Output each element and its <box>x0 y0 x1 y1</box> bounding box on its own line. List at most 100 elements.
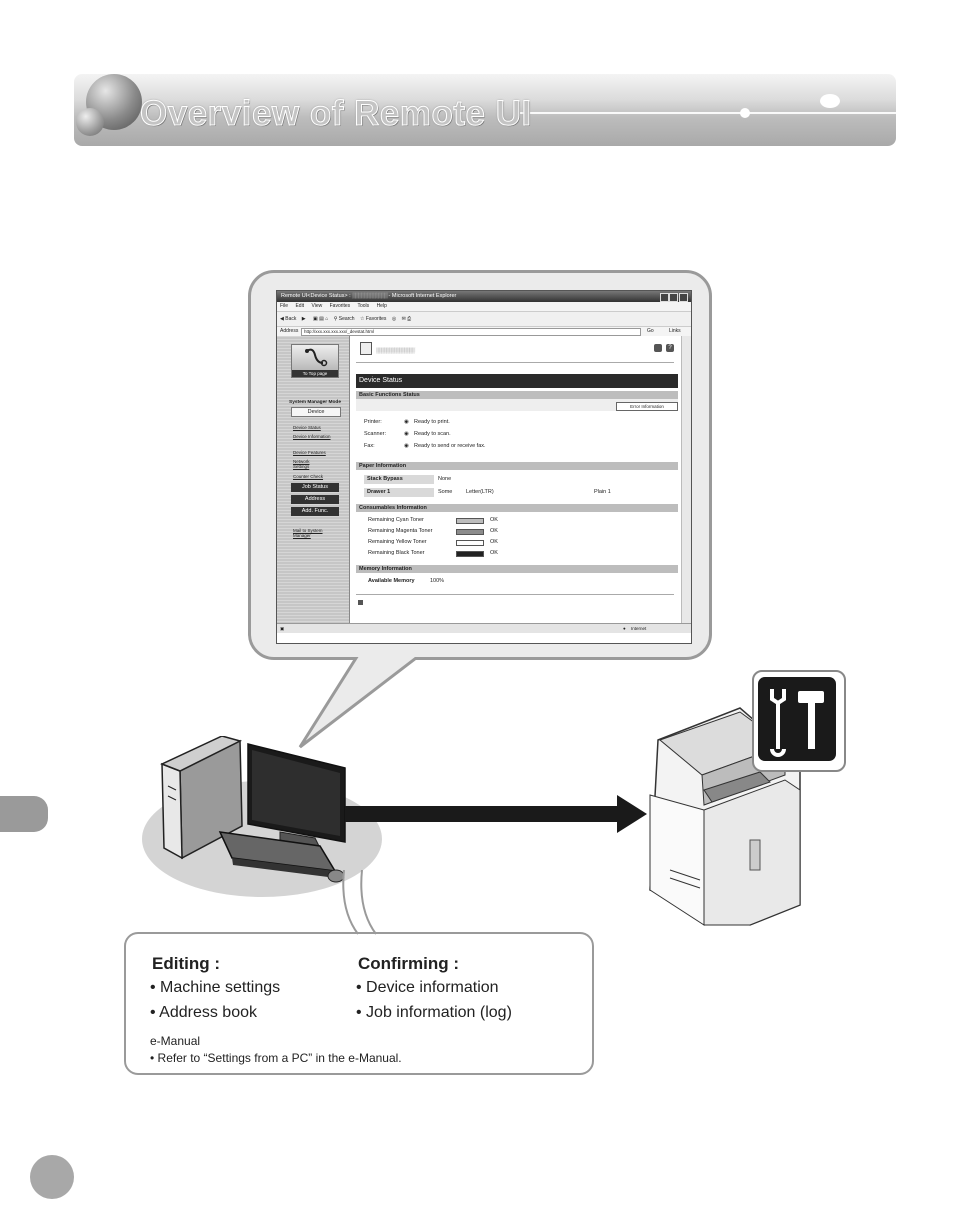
job-status-button[interactable]: Job Status <box>291 483 339 492</box>
stop-icon[interactable]: ▣ <box>313 316 318 322</box>
remote-ui-sidebar: To Top page System Manager Mode Device D… <box>277 336 350 633</box>
settings-tools-icon <box>758 677 836 761</box>
menu-bar: File Edit View Favorites Tools Help <box>277 302 691 312</box>
drawer-1-size: Letter(LTR) <box>466 489 494 495</box>
browser-title: Remote UI<Device Status> : <box>281 293 353 299</box>
back-icon[interactable]: ◀ <box>280 316 284 322</box>
link-device-information[interactable]: Device Information <box>293 434 331 439</box>
confirming-heading: Confirming : <box>358 954 460 973</box>
consumables-information-bar: Consumables Information <box>356 504 678 512</box>
internet-zone-icon: ● <box>623 626 626 631</box>
decorative-dot-small <box>740 108 750 118</box>
printer-status-icon: ◉ <box>404 419 409 425</box>
link-mail-system-manager[interactable]: Mail to System Manager <box>293 528 323 538</box>
link-device-features[interactable]: Device Features <box>293 450 326 455</box>
available-memory-label: Available Memory <box>368 578 415 584</box>
links-label[interactable]: Links <box>669 328 681 334</box>
legend-box: Editing : • Machine settings • Address b… <box>124 932 594 1075</box>
printer-icon <box>360 342 372 355</box>
basic-functions-bar: Basic Functions Status <box>356 391 678 399</box>
device-status-heading: Device Status <box>356 374 678 388</box>
yellow-toner-label: Remaining Yellow Toner <box>368 539 427 545</box>
maximize-icon[interactable] <box>669 293 678 302</box>
browser-toolbar: ◀ Back ▶ ▣ ▤ ⌂ ⚲ Search ☆ Favorites ◎ ✉ … <box>277 312 691 327</box>
scanner-status-label: Scanner: <box>364 431 387 437</box>
magenta-toner-label: Remaining Magenta Toner <box>368 528 433 534</box>
menu-file[interactable]: File <box>280 303 289 309</box>
cyan-toner-status: OK <box>490 517 498 523</box>
divider <box>356 362 674 363</box>
home-icon[interactable]: ⌂ <box>325 316 329 322</box>
mail-icon[interactable]: ✉ <box>401 316 406 322</box>
refresh-icon[interactable]: ▤ <box>319 316 324 322</box>
help-icon[interactable]: ? <box>666 344 674 352</box>
device-button[interactable]: Device <box>291 407 341 417</box>
magenta-toner-status: OK <box>490 528 498 534</box>
go-button[interactable]: Go <box>647 328 654 334</box>
basic-functions-area <box>356 399 678 411</box>
scanner-status-value: Ready to scan. <box>414 431 451 437</box>
device-status-page: ▒▒▒▒▒▒▒▒▒▒▒▒▒▒▒ ? Device Status Basic Fu… <box>350 336 681 633</box>
minimize-icon[interactable] <box>660 293 669 302</box>
yellow-toner-swatch <box>456 540 484 546</box>
error-information-button[interactable]: Error Information <box>616 402 678 411</box>
page-top-icon[interactable] <box>358 600 363 605</box>
page-number-circle <box>30 1155 74 1199</box>
menu-view[interactable]: View <box>311 303 323 309</box>
editing-heading: Editing : <box>152 954 220 973</box>
fax-status-label: Fax: <box>364 443 375 449</box>
back-button[interactable]: Back <box>285 316 297 322</box>
browser-status-bar: ▣ ● Internet <box>277 623 691 633</box>
confirming-item-job-information: • Job information (log) <box>356 1004 512 1021</box>
printer-status-value: Ready to print. <box>414 419 450 425</box>
menu-tools[interactable]: Tools <box>357 303 370 309</box>
redacted-device-name: ▒▒▒▒▒▒▒▒▒▒▒▒ <box>352 293 388 299</box>
favorites-button[interactable]: Favorites <box>365 316 387 322</box>
wrench-hammer-icon <box>770 689 824 757</box>
scanner-status-icon: ◉ <box>404 431 409 437</box>
speech-bubble-tail <box>298 655 420 749</box>
emanual-reference: • Refer to “Settings from a PC” in the e… <box>150 1051 402 1065</box>
stack-bypass-label: Stack Bypass <box>364 475 434 484</box>
link-network-settings[interactable]: Network Settings <box>293 459 310 469</box>
add-func-button[interactable]: Add. Func. <box>291 507 339 516</box>
remote-ui-logo-icon <box>305 348 328 367</box>
browser-content: To Top page System Manager Mode Device D… <box>277 336 691 633</box>
top-page-logo[interactable]: To Top page <box>291 344 339 378</box>
address-button[interactable]: Address <box>291 495 339 504</box>
forward-icon[interactable]: ▶ <box>301 316 306 322</box>
search-button[interactable]: Search <box>338 316 355 322</box>
legend-pointer <box>342 870 377 935</box>
internet-zone-label: Internet <box>631 626 647 631</box>
redacted-device-label: ▒▒▒▒▒▒▒▒▒▒▒▒▒▒▒ <box>376 348 415 354</box>
link-counter-check[interactable]: Counter Check <box>293 474 324 479</box>
browser-titlebar: Remote UI<Device Status> : ▒▒▒▒▒▒▒▒▒▒▒▒ … <box>277 291 691 302</box>
fax-status-icon: ◉ <box>404 443 409 449</box>
link-device-status[interactable]: Device Status <box>293 425 321 430</box>
confirming-item-device-information: • Device information <box>356 979 499 996</box>
close-icon[interactable] <box>679 293 688 302</box>
menu-favorites[interactable]: Favorites <box>329 303 351 309</box>
black-toner-label: Remaining Black Toner <box>368 550 425 556</box>
drawer-1-label: Drawer 1 <box>364 488 434 497</box>
top-page-label[interactable]: To Top page <box>292 370 338 377</box>
mode-label: System Manager Mode <box>289 400 341 405</box>
address-input[interactable]: http://xxx.xxx.xxx.xxx/_devstat.html <box>301 328 641 336</box>
menu-edit[interactable]: Edit <box>295 303 305 309</box>
menu-help[interactable]: Help <box>376 303 387 309</box>
address-label: Address <box>280 328 299 334</box>
search-icon[interactable]: ⚲ <box>333 316 338 322</box>
available-memory-value: 100% <box>430 578 445 584</box>
page-icon: ▣ <box>280 626 285 631</box>
stack-bypass-value: None <box>438 476 452 482</box>
browser-title-app: - Microsoft Internet Explorer <box>387 293 457 299</box>
decorative-dot <box>820 94 840 108</box>
black-toner-swatch <box>456 551 484 557</box>
scrollbar[interactable] <box>681 336 691 633</box>
favorites-icon[interactable]: ☆ <box>359 316 365 322</box>
history-icon[interactable]: ◎ <box>391 316 397 322</box>
print-icon[interactable]: ⎙ <box>407 316 412 322</box>
refresh-page-icon[interactable] <box>654 344 662 352</box>
chapter-tab <box>0 796 48 832</box>
fax-status-value: Ready to send or receive fax. <box>414 443 486 449</box>
